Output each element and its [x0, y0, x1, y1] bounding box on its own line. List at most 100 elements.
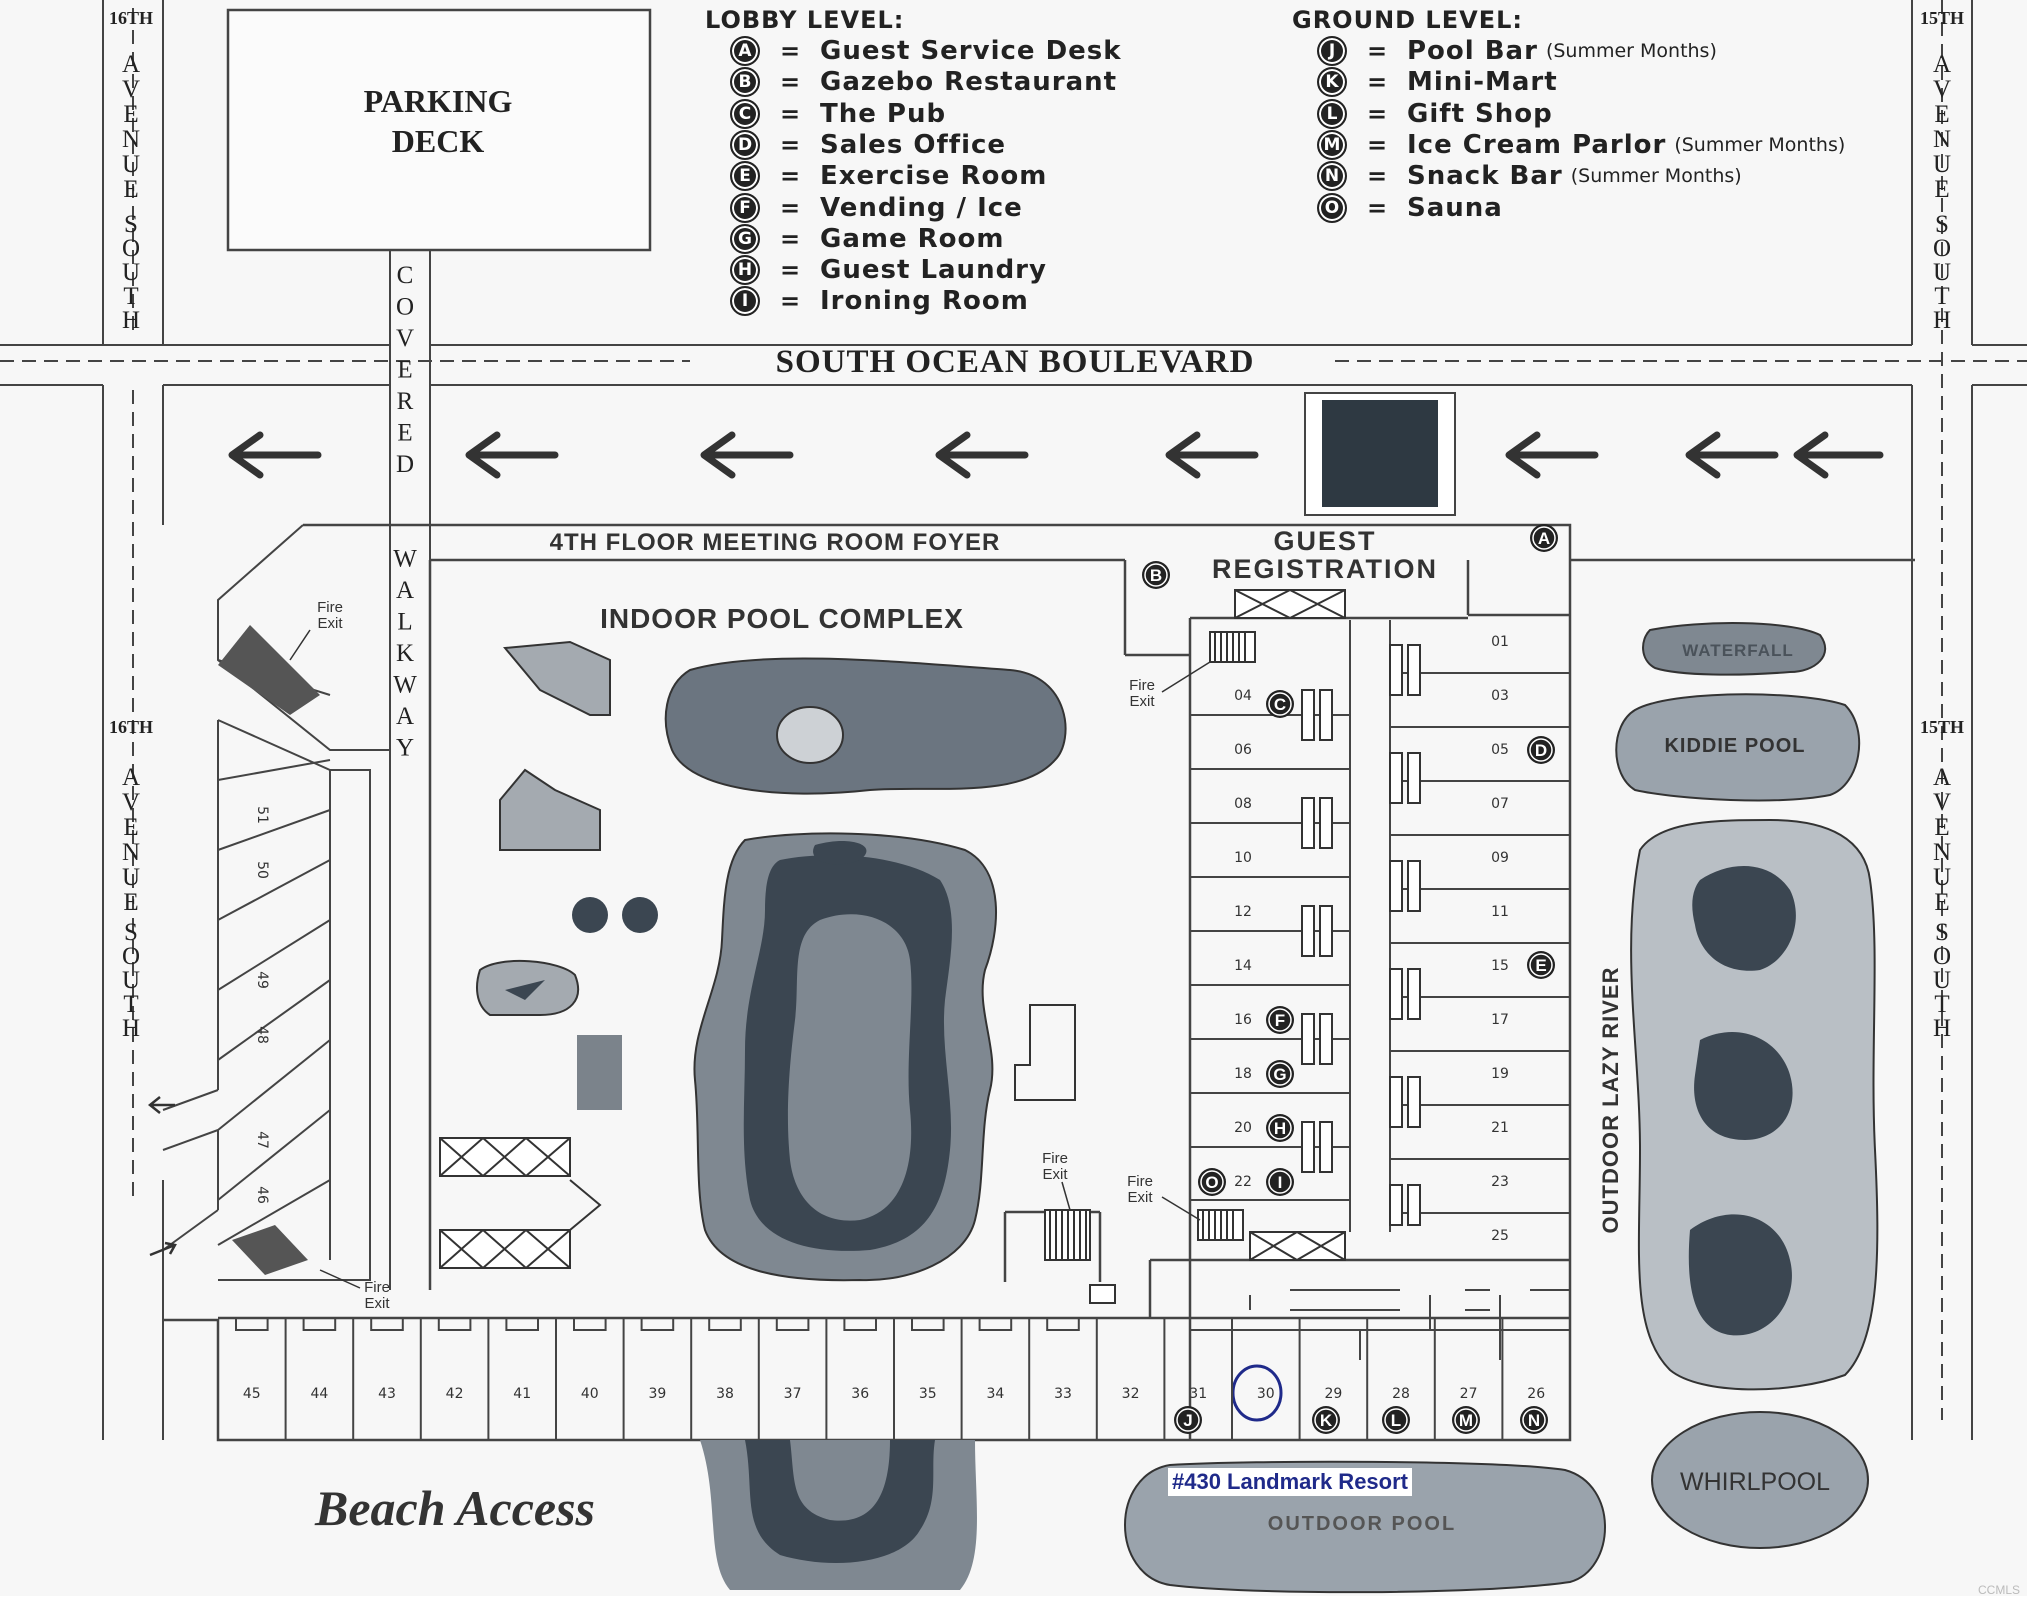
vertical-letter: W	[393, 672, 417, 699]
legend-note: (Summer Months)	[1674, 133, 1846, 156]
indoor-planter-1	[503, 640, 611, 716]
unit-number-left: 06	[1234, 742, 1252, 758]
unit-number-bottom: 36	[851, 1386, 869, 1402]
badge-ring	[1268, 692, 1292, 716]
svg-text:Exit: Exit	[1129, 693, 1155, 710]
indoor-pool-island	[776, 706, 844, 764]
legend-row: O=Sauna	[1317, 192, 1503, 223]
unit-number-left: 10	[1234, 850, 1252, 866]
indoor-pool-label: INDOOR POOL COMPLEX	[600, 603, 964, 634]
svg-text:Exit: Exit	[317, 615, 343, 632]
badge-ring	[1268, 1062, 1292, 1086]
map-letter-badge: G	[1266, 1060, 1294, 1088]
legend-label: Snack Bar	[1407, 161, 1563, 192]
map-letter-badge: I	[1266, 1168, 1294, 1196]
parking-deck-label-1: PARKING	[364, 83, 513, 119]
bottom-shops	[1190, 1289, 1570, 1360]
badge-circle	[1527, 951, 1555, 979]
vertical-letter: H	[1933, 1015, 1951, 1042]
vertical-letter: E	[123, 101, 138, 128]
legend-key-badge: H	[730, 255, 760, 286]
legend-key-badge: L	[1317, 98, 1347, 129]
vertical-letter: L	[397, 609, 412, 636]
svg-text:Exit: Exit	[364, 1295, 390, 1312]
left-ave-number-bottom: 16TH	[109, 717, 153, 737]
unit-number-bottom: 27	[1460, 1386, 1478, 1402]
vertical-letter: E	[397, 420, 412, 447]
legend-label: The Pub	[820, 98, 947, 129]
vertical-letter: V	[122, 789, 140, 816]
indoor-planter-2	[499, 768, 601, 851]
badge-letter: B	[1150, 566, 1162, 585]
vertical-letter: H	[1933, 307, 1951, 334]
lazy-river-island-1	[1692, 866, 1796, 971]
svg-text:Exit: Exit	[1042, 1166, 1068, 1183]
arrow-left-icon	[700, 431, 794, 479]
badge-letter: E	[1535, 956, 1546, 975]
map-letter-badge: B	[1142, 561, 1170, 589]
watermark: CCMLS	[1978, 1583, 2020, 1596]
legend-label: Ironing Room	[820, 286, 1029, 317]
arrow-left-icon	[935, 431, 1029, 479]
legend-label: Gift Shop	[1407, 98, 1553, 129]
badge-circle	[1142, 561, 1170, 589]
unit-number-right: 23	[1491, 1174, 1509, 1190]
legend-equals: =	[1366, 162, 1388, 191]
unit-number-left: 22	[1234, 1174, 1252, 1190]
legend-key-badge: N	[1317, 161, 1347, 192]
vertical-letter: W	[393, 546, 417, 573]
unit-number-bottom: 38	[716, 1386, 734, 1402]
indoor-outline-shape	[1014, 1004, 1076, 1101]
arrow-left-icon	[1685, 431, 1779, 479]
unit-number-slanted: 46	[254, 1186, 270, 1204]
badge-letter: K	[1320, 1411, 1333, 1430]
legend-row: I=Ironing Room	[730, 286, 1029, 317]
map-letter-badge: F	[1266, 1006, 1294, 1034]
meeting-foyer-label: 4TH FLOOR MEETING ROOM FOYER	[550, 529, 1001, 556]
vertical-letter: T	[123, 283, 138, 310]
legend-row: L=Gift Shop	[1317, 98, 1553, 129]
legend-label: Guest Laundry	[820, 255, 1047, 286]
legend-key-badge: G	[730, 223, 760, 254]
avenue-lines	[0, 0, 2027, 1440]
unit-number-bottom: 44	[310, 1386, 328, 1402]
vertical-letter: H	[122, 307, 140, 334]
vertical-letter: S	[1935, 211, 1949, 238]
badge-letter: L	[1391, 1411, 1401, 1430]
arrow-left-icon	[465, 431, 559, 479]
vertical-letter: U	[1933, 967, 1951, 994]
waterfall-label: WATERFALL	[1682, 641, 1794, 660]
outdoor-pool-label: OUTDOOR POOL	[1268, 1513, 1456, 1535]
legend-label: Mini-Mart	[1407, 67, 1558, 98]
legend-equals: =	[779, 99, 801, 128]
vertical-letter: N	[1933, 126, 1951, 153]
stairwell-left-top	[218, 625, 320, 715]
legend-row: B=Gazebo Restaurant	[730, 67, 1117, 98]
legend-label: Exercise Room	[820, 161, 1048, 192]
legend-note: (Summer Months)	[1570, 165, 1742, 188]
guest-registration-label-2: REGISTRATION	[1212, 554, 1438, 584]
legend-key-badge: K	[1317, 67, 1347, 98]
unit-door	[775, 1318, 810, 1331]
svg-text:Fire: Fire	[317, 599, 343, 616]
legend-row: J=Pool Bar(Summer Months)	[1317, 36, 1717, 66]
vertical-letter: T	[1934, 283, 1949, 310]
badge-letter: H	[1274, 1119, 1286, 1138]
badge-ring	[1384, 1408, 1408, 1432]
vertical-letter: O	[1933, 943, 1951, 970]
legend-key-badge: M	[1317, 129, 1347, 160]
legend-equals: =	[1366, 37, 1388, 65]
highlight-caption: #430 Landmark Resort	[1168, 1468, 1412, 1496]
badge-letter: M	[1459, 1411, 1473, 1430]
unit-number-bottom: 42	[446, 1386, 464, 1402]
legend-label: Vending / Ice	[820, 192, 1023, 223]
badge-ring	[1454, 1408, 1478, 1432]
legend-label: Pool Bar	[1407, 36, 1538, 66]
unit-number-slanted: 49	[254, 971, 270, 989]
vertical-letter: U	[122, 864, 140, 891]
legend-equals: =	[779, 68, 801, 97]
unit-number-slanted: 51	[254, 806, 270, 824]
legend-row: A=Guest Service Desk	[730, 36, 1122, 66]
